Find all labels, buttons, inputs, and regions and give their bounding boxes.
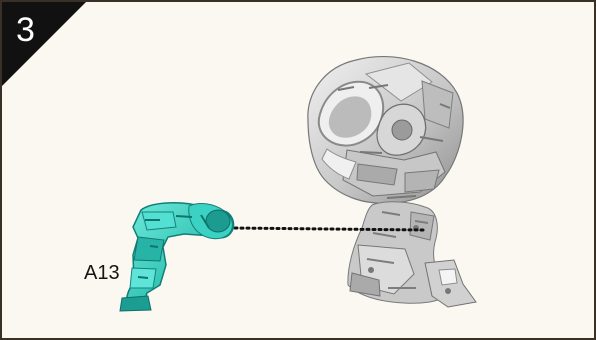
robot-head-body-assembly xyxy=(308,57,476,307)
robot-leg-part-a13 xyxy=(120,203,234,311)
step-number: 3 xyxy=(16,10,44,50)
part-label: A13 xyxy=(84,261,120,285)
